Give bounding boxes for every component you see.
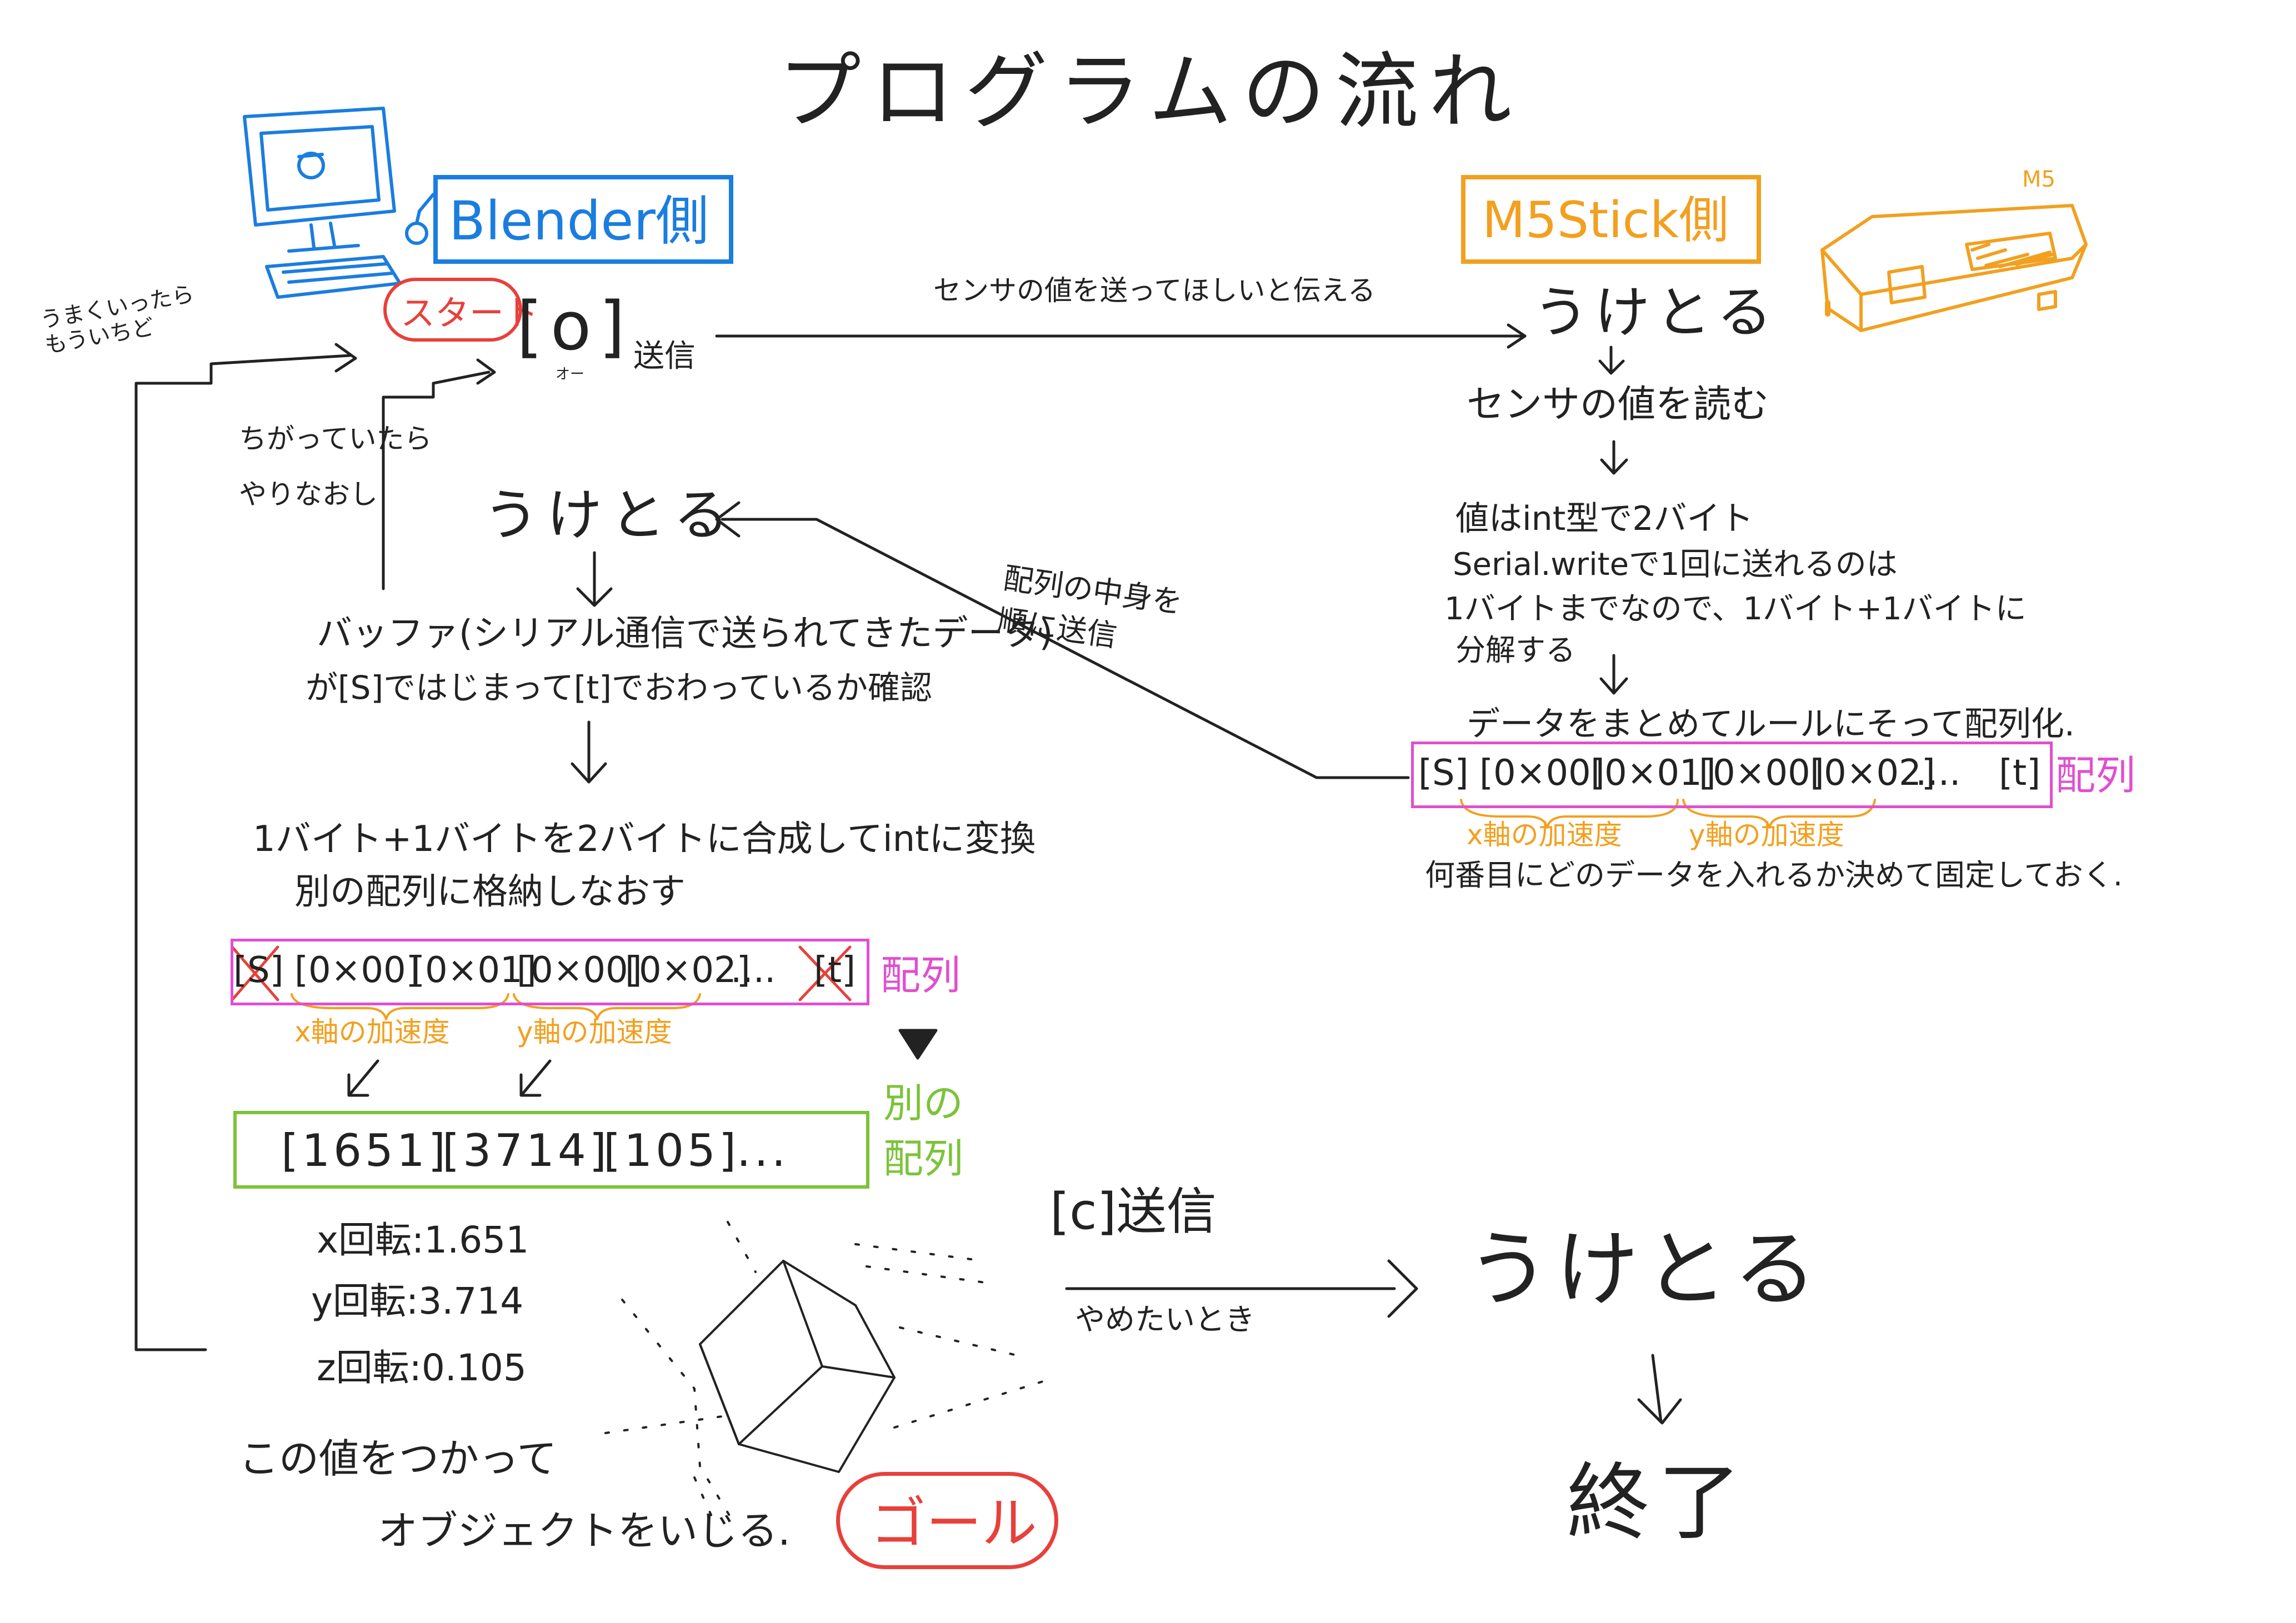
m5-device-label: M5: [2022, 167, 2055, 192]
m5-note-line4: 分解する: [1455, 633, 1575, 668]
array-send-arrow: [721, 518, 1410, 779]
page-title: プログラムの流れ: [778, 44, 1522, 141]
bl-array-box: [S][0×00][0×01][0×00][0×02]....[t]: [231, 939, 869, 1005]
cube-axis-dashes: [604, 1221, 1057, 1529]
bl-array-label: 配列: [881, 952, 961, 999]
m5stick-device-icon: [1820, 204, 2088, 332]
m5-array-cells: [S][0×00][0×01][0×00][0×02]....[t]: [1418, 753, 2054, 794]
request-label: センサの値を送ってほしいと伝える: [933, 274, 1375, 307]
m5-array-box: [S][0×00][0×01][0×00][0×02]....[t]: [1411, 742, 2053, 808]
m5-array-cell: [0×00]: [1699, 753, 1824, 794]
end-receive-step: うけとる: [1467, 1221, 1823, 1318]
m5-side-header-text: M5Stick側: [1482, 191, 1729, 249]
m5-note-line2: Serial.writeで1回に送れるのは: [1453, 547, 1898, 583]
send-c-command: [c]送信: [1050, 1183, 1217, 1241]
x-rotation-value: x回転:1.651: [317, 1219, 529, 1261]
m5-array-cell: [0×02]: [1810, 753, 1935, 794]
m5-fixed-note: 何番目にどのデータを入れるか決めて固定しておく.: [1425, 858, 2123, 893]
use-values-line1: この値をつかって: [239, 1435, 557, 1482]
m5-x-accel-label: x軸の加速度: [1467, 819, 1622, 851]
bl-y-accel-label: y軸の加速度: [517, 1016, 672, 1048]
converted-cell: [1651]: [281, 1125, 449, 1176]
y-accel-arrow: [521, 1059, 552, 1096]
combine-line2: 別の配列に格納しなおす: [294, 871, 686, 913]
bl-array-cell: [0×01]: [411, 950, 537, 991]
bl-array-cell: [0×02]: [625, 950, 751, 991]
blender-side-header-text: Blender側: [449, 190, 709, 252]
use-values-line2: オブジェクトをいじる.: [378, 1507, 791, 1554]
m5-array-cell: [0×01]: [1590, 753, 1716, 794]
send-o-sub: オー: [556, 366, 585, 383]
bl-array-cells: [S][0×00][0×01][0×00][0×02]....[t]: [233, 950, 869, 991]
converted-cell: [105]: [603, 1125, 740, 1176]
bl-receive-step: うけとる: [483, 483, 737, 548]
request-arrow-head: [1507, 323, 1527, 349]
bl-accel-braces: [291, 993, 701, 1020]
m5-array-cell: ....: [1915, 753, 1961, 794]
m5-note-line3: 1バイトまでなので、1バイト+1バイトに: [1444, 591, 2027, 627]
converted-cell: [3714]: [442, 1125, 611, 1176]
send-o-command: [o]: [517, 288, 633, 365]
m5-array-cell: [S]: [1418, 753, 1469, 794]
send-c-condition: やめたいとき: [1075, 1302, 1255, 1337]
m5-array-label: 配列: [2055, 752, 2136, 799]
m5-side-header: M5Stick側: [1461, 175, 1761, 264]
loop-line-success: [134, 354, 352, 1351]
computer-icon: [243, 107, 435, 299]
removed-cell-marks: [231, 945, 852, 1001]
start-badge-text: スタート: [401, 293, 539, 333]
stop-arrow-head: [1387, 1259, 1418, 1318]
bl-array-cell: [t]: [814, 950, 856, 991]
m5-arrange-step: データをまとめてルールにそって配列化.: [1467, 705, 2075, 744]
combine-line1: 1バイト+1バイトを2バイトに合成してintに変換: [253, 819, 1036, 860]
pointer-triangle: [898, 1029, 938, 1060]
goal-badge: ゴール: [836, 1472, 1058, 1569]
z-rotation-value: z回転:0.105: [317, 1346, 527, 1389]
converted-array-label-1: 別の: [883, 1080, 964, 1126]
array-send-arrow-head: [715, 501, 741, 538]
end-down-arrow: [1651, 1354, 1663, 1424]
loop-arrow-head-1: [334, 343, 357, 373]
loop-arrow-head-2: [476, 358, 496, 385]
bl-x-accel-label: x軸の加速度: [294, 1016, 450, 1048]
m5-read-sensor-step: センサの値を読む: [1467, 383, 1769, 427]
buffer-check-line2: が[S]ではじまって[t]でおわっているか確認: [306, 669, 932, 707]
converted-cell: ...: [737, 1125, 789, 1176]
converted-array-cells: [1651][3714][105]...: [281, 1125, 789, 1176]
goal-badge-text: ゴール: [871, 1491, 1037, 1556]
converted-array-box: [1651][3714][105]...: [233, 1111, 869, 1189]
m5-note-line1: 値はint型で2バイト: [1455, 499, 1754, 538]
start-badge: スタート: [383, 278, 538, 342]
blender-side-header: Blender側: [433, 175, 733, 264]
m5-array-cell: [0×00]: [1479, 753, 1605, 794]
x-accel-arrow: [348, 1059, 379, 1096]
bl-array-cell: ....: [731, 950, 776, 991]
m5-receive-step: うけとる: [1533, 280, 1778, 345]
bl-array-cell: [0×00]: [294, 950, 420, 991]
loop-line-retry: [382, 370, 491, 590]
m5-y-accel-label: y軸の加速度: [1689, 819, 1844, 851]
buffer-check-line1: バッファ(シリアル通信で送られてきたデータ): [317, 613, 1053, 654]
cube-3d-icon: [699, 1260, 896, 1473]
converted-array-label-2: 配列: [883, 1135, 964, 1182]
send-o-label: 送信: [633, 338, 696, 374]
y-rotation-value: y回転:3.714: [311, 1280, 524, 1323]
retry-fail-label: ちがっていたら やりなおし: [239, 423, 432, 510]
m5-array-cell: [t]: [1999, 753, 2041, 794]
m5-accel-braces: [1460, 799, 1876, 829]
end-step: 終了: [1567, 1455, 1749, 1551]
bl-array-cell: [0×00]: [517, 950, 642, 991]
bl-array-cell: [S]: [233, 950, 284, 991]
